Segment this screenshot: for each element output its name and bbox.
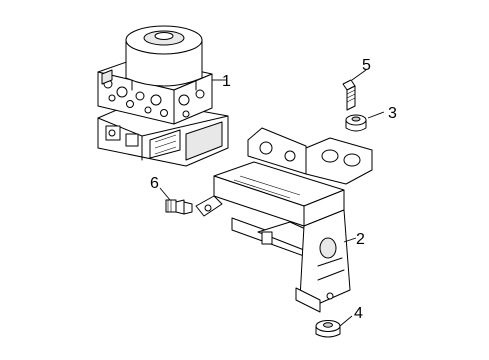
callout-3: 3	[388, 105, 397, 122]
grommet-nut-lower	[315, 320, 341, 338]
callout-5: 5	[362, 57, 371, 74]
leader-line-6	[159, 187, 171, 201]
callout-6: 6	[150, 175, 159, 192]
leader-line-5	[351, 69, 367, 81]
grommet-nut-upper	[345, 114, 367, 132]
leader-line-3	[367, 111, 385, 119]
leader-line-2	[343, 237, 357, 243]
callout-1: 1	[222, 73, 231, 90]
mounting-bolt	[342, 79, 356, 111]
leader-line-4	[339, 315, 353, 327]
mounting-bracket	[195, 127, 373, 313]
callout-4: 4	[354, 305, 363, 322]
abs-modulator-assembly	[97, 25, 229, 167]
callout-2: 2	[356, 231, 365, 248]
stud-screw	[165, 199, 193, 215]
